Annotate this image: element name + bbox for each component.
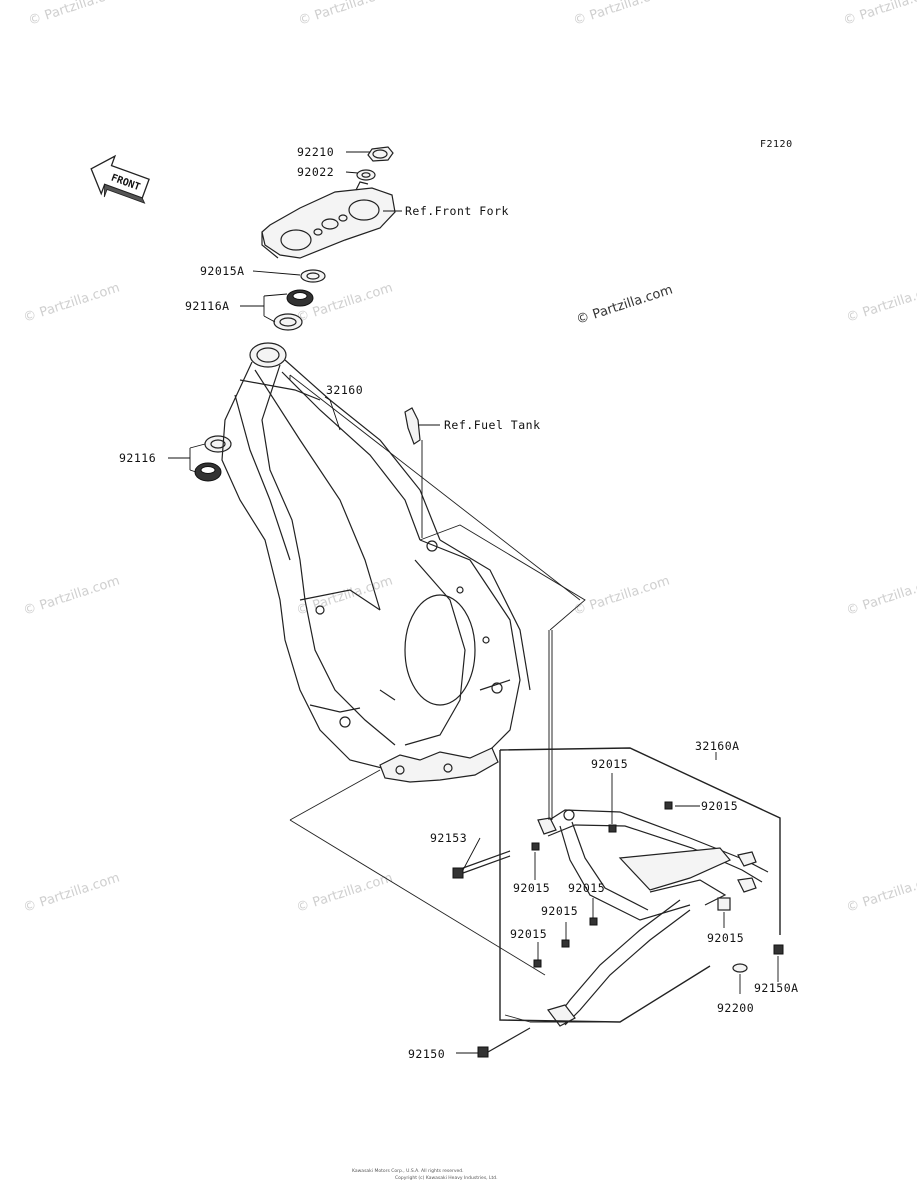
bolt-92015 [589,917,598,926]
watermark: © Partzilla.com [572,0,672,29]
label-92015-top: 92015 [591,757,628,771]
bolt-92150A [773,944,784,955]
part-labels: 92210 92022 Ref.Front Fork 92015A 92116A… [119,145,799,1061]
label-92015-mid-left: 92015 [513,881,550,895]
bolt-92015 [533,959,542,968]
label-92116A: 92116A [185,299,230,313]
watermark: © Partzilla.com [22,871,122,916]
front-arrow-icon: FRONT [90,154,150,204]
fuel-tank-bracket [404,407,421,445]
watermark: © Partzilla.com [297,0,397,29]
label-92015-lower-left: 92015 [510,927,547,941]
bolt-92015 [717,897,731,911]
label-92015A: 92015A [200,264,245,278]
watermark: © Partzilla.com [22,281,122,326]
washer [356,169,376,181]
upper-triple-clamp [261,181,396,259]
label-92015-right-top: 92015 [701,799,738,813]
bolt-92015 [608,824,617,833]
callout-frames [289,374,781,1023]
watermark: © Partzilla.com [842,0,917,29]
watermark-dark: © Partzilla.com [575,283,675,328]
label-92150: 92150 [408,1047,445,1061]
label-ref-front-fork: Ref.Front Fork [405,204,509,218]
bolt-92015 [561,939,570,948]
watermark: © Partzilla.com [572,574,672,619]
footer-line-1: Kawasaki Motors Corp., U.S.A. All rights… [352,1168,464,1174]
sub-frame [537,809,769,1027]
label-92153: 92153 [430,831,467,845]
watermark: © Partzilla.com [22,574,122,619]
bolt-92153 [452,850,511,879]
watermark: © Partzilla.com [295,574,395,619]
figure-id: F2120 [760,139,793,150]
label-92200: 92200 [717,1001,754,1015]
label-92116: 92116 [119,451,156,465]
bearing-seal [300,269,326,283]
watermark: © Partzilla.com [295,871,395,916]
label-92015-right: 92015 [707,931,744,945]
leader-lines [168,151,779,1054]
steering-bearing-lower [194,435,232,482]
watermark: © Partzilla.com [27,0,127,29]
label-ref-fuel-tank: Ref.Fuel Tank [444,418,541,432]
label-32160A: 32160A [695,739,740,753]
label-92150A: 92150A [754,981,799,995]
label-92015-center: 92015 [541,904,578,918]
watermark: © Partzilla.com [845,871,917,916]
label-92210: 92210 [297,145,334,159]
stem-nut [367,146,394,162]
watermark: © Partzilla.com [845,574,917,619]
bolt-92150 [477,1027,531,1058]
bolt-92015 [531,842,540,851]
washer-92200 [732,963,748,973]
label-92022: 92022 [297,165,334,179]
steering-bearing-upper [273,289,314,331]
footer-line-2: Copyright (c) Kawasaki Heavy Industries,… [395,1175,498,1181]
label-92015-mid-right: 92015 [568,881,605,895]
main-frame [221,342,531,783]
bolts [452,801,784,1058]
label-32160: 32160 [326,383,363,397]
bolt-92015 [664,801,673,810]
watermark: © Partzilla.com [845,281,917,326]
